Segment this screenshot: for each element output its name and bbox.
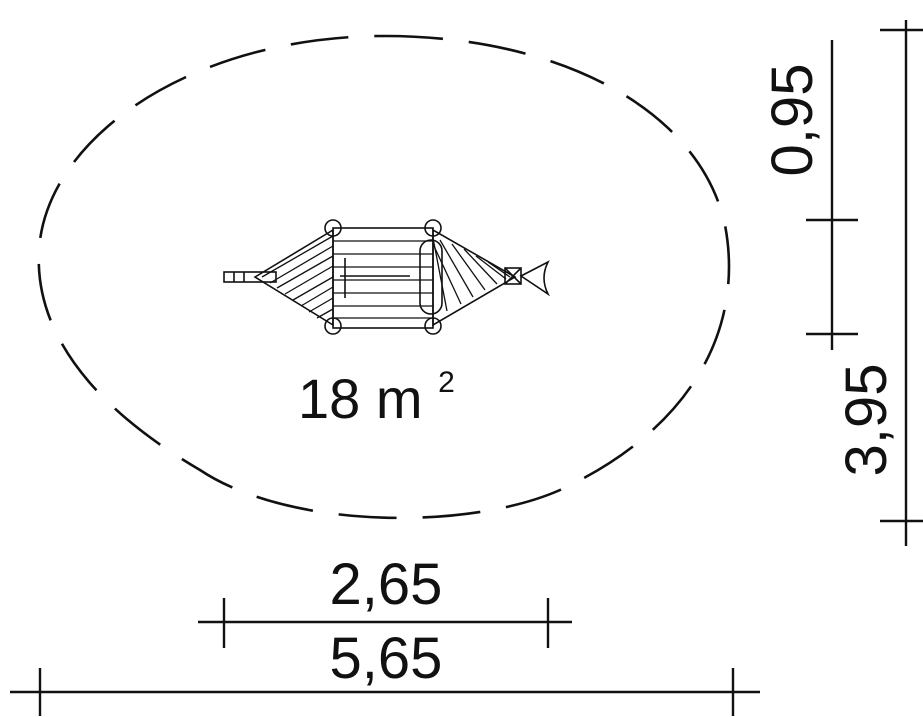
inner-width-label: 2,65 (330, 552, 443, 617)
outer-width-dimension (10, 668, 760, 716)
area-label-superscript: 2 (438, 366, 455, 399)
outer-height-label: 3,95 (834, 364, 899, 477)
central-deck (332, 227, 443, 329)
inner-height-dimension (806, 40, 858, 350)
play-equipment-top-view (223, 219, 551, 335)
inner-height-label: 0,95 (760, 64, 825, 177)
right-ramp (432, 228, 517, 327)
outer-height-dimension (880, 20, 923, 546)
left-beam (223, 271, 277, 283)
post-top-left (324, 219, 342, 237)
right-fin (519, 260, 551, 297)
left-ramp (253, 228, 334, 327)
area-label: 18 m 2 (298, 366, 455, 430)
outer-width-label: 5,65 (330, 626, 443, 691)
post-bottom-left (324, 317, 342, 335)
inner-width-dimension (198, 598, 572, 648)
safety-zone-boundary (37, 34, 731, 520)
